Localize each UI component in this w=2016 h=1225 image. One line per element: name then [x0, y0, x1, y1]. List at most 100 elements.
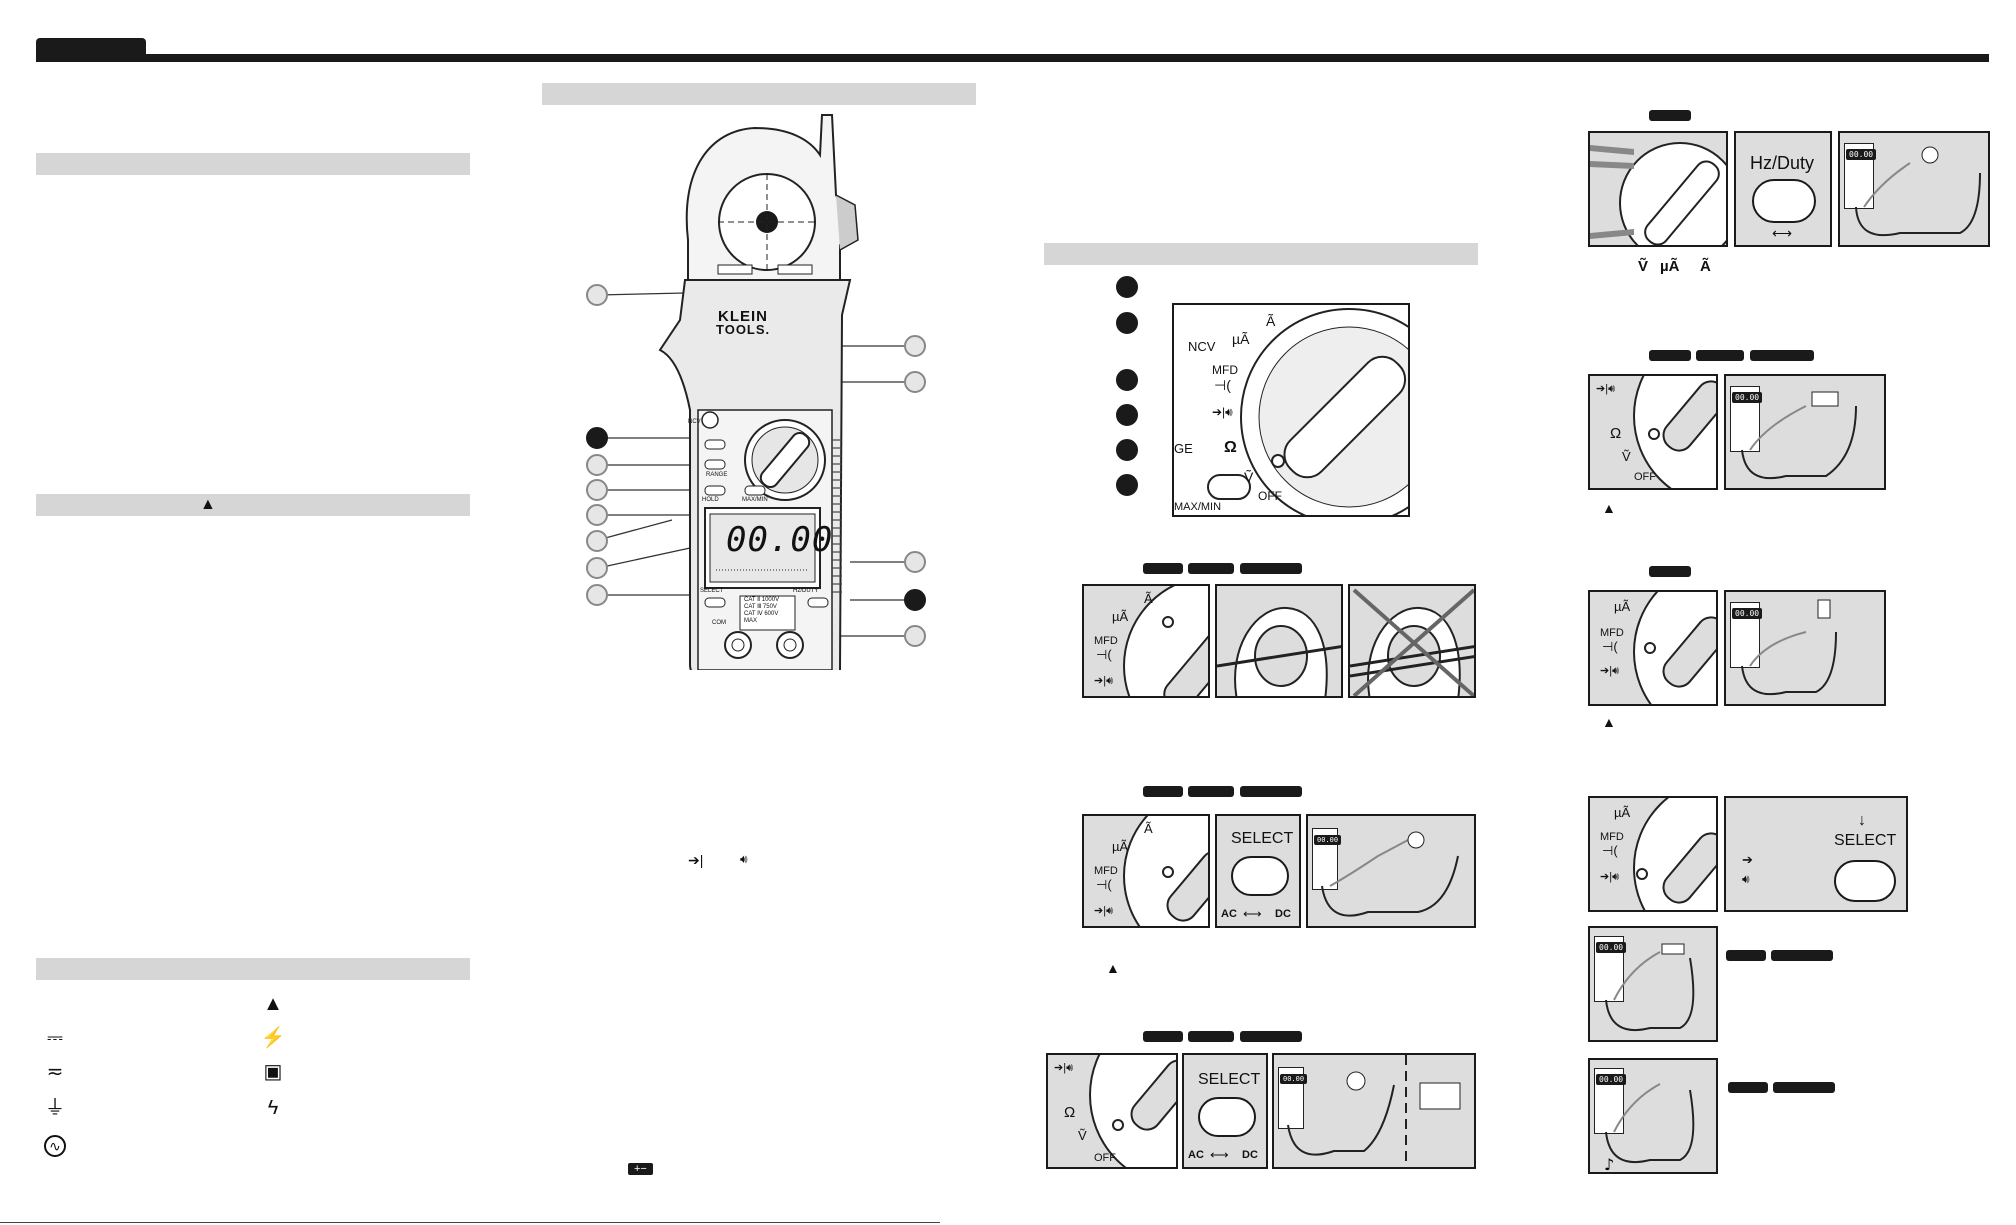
dial-panel-ua: Ã µÃ MFD ⊣( ➔|🔊︎ [1082, 814, 1210, 928]
callout-12 [904, 589, 926, 611]
dial-ge-label: GE [1174, 441, 1193, 456]
hz-hookup-panel: 00.00 [1838, 131, 1990, 247]
dial-mfd-label: MFD [1094, 635, 1118, 647]
header-rule [36, 54, 1989, 62]
callout-10 [904, 371, 926, 393]
select-button[interactable] [1198, 1097, 1256, 1137]
select-title: SELECT [1198, 1071, 1261, 1088]
dial-v-label: Ṽ [1078, 1128, 1087, 1143]
ac-circle-symbol-icon: ∿ [44, 1135, 66, 1157]
meter-thumb-lcd: 00.00 [1846, 149, 1877, 160]
select-button-label: SELECT [700, 588, 724, 594]
warning-icon: ▲ [1106, 960, 1120, 976]
meter-thumbnail: 00.00 [1844, 143, 1877, 209]
dial-callout-5 [1116, 439, 1138, 461]
continuity-icon: 🔊︎ [1742, 872, 1750, 886]
capacitor-icon: ⊣( [1096, 647, 1112, 662]
select-diode-panel: ↓ SELECT ➔ 🔊︎ [1724, 796, 1908, 912]
dial-ua-label: µÃ [1232, 331, 1250, 347]
capacitance-hookup-panel: 00.00 [1724, 590, 1886, 706]
dial-v-label: Ṽ [1244, 469, 1254, 485]
dial-a-label: Ã [1266, 313, 1276, 329]
maxmin-label: MAX/MIN [1174, 501, 1222, 513]
dial-off-label: OFF [1094, 1152, 1116, 1164]
live-conductor-icon: ϟ [267, 1097, 279, 1119]
dial-callout-1 [1116, 276, 1138, 298]
dial-ua-label: µÃ [1614, 599, 1631, 614]
dial-mfd-label: MFD [1094, 865, 1118, 877]
tag-block [1240, 786, 1302, 797]
select-title: SELECT [1231, 830, 1294, 847]
capacitor-icon: ⊣( [1602, 843, 1618, 858]
meter-thumbnail: 00.00 [1594, 1068, 1627, 1134]
dial-ohm-label: Ω [1064, 1104, 1076, 1121]
dial-panel-v: ➔|🔊︎ Ω Ṽ OFF [1046, 1053, 1178, 1169]
tag-block [1649, 350, 1691, 361]
tag-block [1188, 563, 1234, 574]
tag-block [1728, 1082, 1768, 1093]
resistance-dial-panel: ➔|🔊︎ Ω Ṽ OFF [1588, 374, 1718, 490]
select-button[interactable] [1834, 860, 1896, 902]
section-bar-operation [1044, 243, 1478, 265]
ac-label: AC [1221, 908, 1237, 920]
clamp-meter-illustration [597, 114, 915, 670]
continuity-hookup-panel: 00.00 ♪ [1588, 1058, 1718, 1174]
dial-ua-label: µÃ [1614, 805, 1631, 820]
tag-block [1771, 950, 1833, 961]
callout-1 [586, 284, 608, 306]
hz-func-a: Ã [1700, 258, 1711, 275]
tag-block [1188, 786, 1234, 797]
hz-func-v: Ṽ [1638, 258, 1649, 275]
maxmin-button-label: MAX/MIN [742, 497, 768, 503]
ncv-button-label: NCV [688, 419, 701, 425]
hz-dial-panel [1588, 131, 1728, 247]
tag-block [1750, 350, 1814, 361]
dial-panel-a: Ã µÃ MFD ⊣( ➔|🔊︎ [1082, 584, 1210, 698]
dial-mfd-label: MFD [1600, 627, 1624, 639]
tag-block [1143, 563, 1183, 574]
select-ac-dc-panel: SELECT AC ⟷ DC [1215, 814, 1301, 928]
footer-rule [0, 1222, 940, 1223]
dc-label: DC [1275, 908, 1291, 920]
section-bar-symbols [36, 958, 470, 980]
brand-line-2: TOOLS. [716, 322, 771, 337]
meter-thumbnail: 00.00 [1312, 828, 1342, 890]
capacitance-dial-panel: µÃ MFD ⊣( ➔|🔊︎ [1588, 590, 1718, 706]
select-button[interactable] [1231, 856, 1289, 896]
select-title: SELECT [1834, 832, 1897, 849]
dial-a-label: Ã [1144, 591, 1153, 606]
diode-continuity-icon: ➔|🔊︎ [1212, 405, 1233, 419]
shock-hazard-icon: ⚡ [260, 1027, 286, 1049]
dial-off-label: OFF [1258, 489, 1282, 503]
meter-thumbnail: 00.00 [1278, 1067, 1308, 1129]
meter-thumb-lcd: 00.00 [1596, 1074, 1627, 1085]
cat-rating-line: CAT Ⅳ 600V [744, 611, 779, 617]
dial-mfd-label: MFD [1600, 831, 1624, 843]
resistance-hookup-panel: 00.00 [1724, 374, 1886, 490]
diode-continuity-icon: ➔|🔊︎ [1596, 383, 1616, 395]
tag-block [1143, 786, 1183, 797]
tag-block [1240, 1031, 1302, 1042]
dial-callout-2 [1116, 312, 1138, 334]
callout-3 [586, 454, 608, 476]
callout-6 [586, 530, 608, 552]
section-bar-1 [36, 153, 470, 175]
hold-button-label: HOLD [702, 497, 719, 503]
capacitor-icon: ⊣( [1602, 639, 1618, 654]
diode-icon: ➔ [1742, 852, 1753, 867]
dc-label: DC [1242, 1149, 1258, 1161]
diode-continuity-icon: ➔|🔊︎ [1094, 905, 1114, 917]
dial-ua-label: µÃ [1112, 609, 1129, 624]
tag-block [1649, 566, 1691, 577]
tag-block [1649, 110, 1691, 121]
select-ac-dc-panel: SELECT AC ⟷ DC [1182, 1053, 1268, 1169]
battery-icon: +− [628, 1163, 653, 1175]
tag-block [1726, 950, 1766, 961]
meter-thumbnail: 00.00 [1594, 936, 1627, 1002]
double-insulation-icon: ▣ [263, 1061, 283, 1083]
hz-duty-panel: Hz/Duty ⟷ [1734, 131, 1832, 247]
diode-continuity-icon: ➔|🔊︎ [1094, 675, 1114, 687]
select-down-arrow-icon: ↓ [1858, 812, 1866, 829]
meter-thumbnail: 00.00 [1730, 386, 1763, 452]
hz-duty-button[interactable] [1752, 179, 1816, 223]
